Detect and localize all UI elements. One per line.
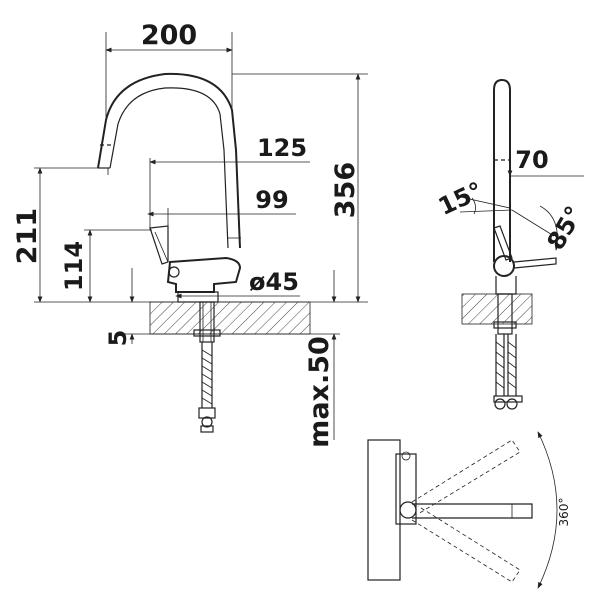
supply-hose [201, 342, 213, 408]
top-view: 360° [367, 431, 571, 589]
dim-rotation-360: 360° [557, 498, 571, 527]
faucet-body [166, 256, 242, 293]
dim-thickness-5: 5 [104, 330, 132, 347]
dim-reach-99: 99 [255, 186, 288, 214]
spout-outer [97, 72, 241, 249]
dim-angle-15: 15° [434, 176, 487, 221]
dim-max-50: max.50 [304, 336, 335, 448]
dim-reach-125: 125 [257, 134, 307, 162]
side-countertop-section [461, 293, 533, 325]
dim-diameter-45: ø45 [249, 268, 299, 296]
lever-handle [149, 225, 169, 265]
top-spout-swing-up [411, 439, 521, 515]
dim-angle-85: 85° [542, 201, 589, 254]
dim-height-114: 114 [60, 241, 88, 291]
top-spout-swing-down [411, 505, 521, 583]
side-lever [493, 225, 513, 261]
side-view: 70 15° 85° [434, 78, 589, 410]
dim-height-356: 356 [330, 162, 361, 218]
front-view: 200 356 125 99 211 114 ø45 5 [12, 20, 368, 448]
countertop-section [149, 301, 311, 335]
spout-inner [109, 87, 229, 249]
dim-width-200: 200 [141, 20, 197, 51]
dim-height-211: 211 [12, 208, 43, 264]
side-spout [493, 78, 511, 262]
dim-side-70: 70 [515, 146, 548, 174]
top-spout-center [412, 503, 533, 519]
